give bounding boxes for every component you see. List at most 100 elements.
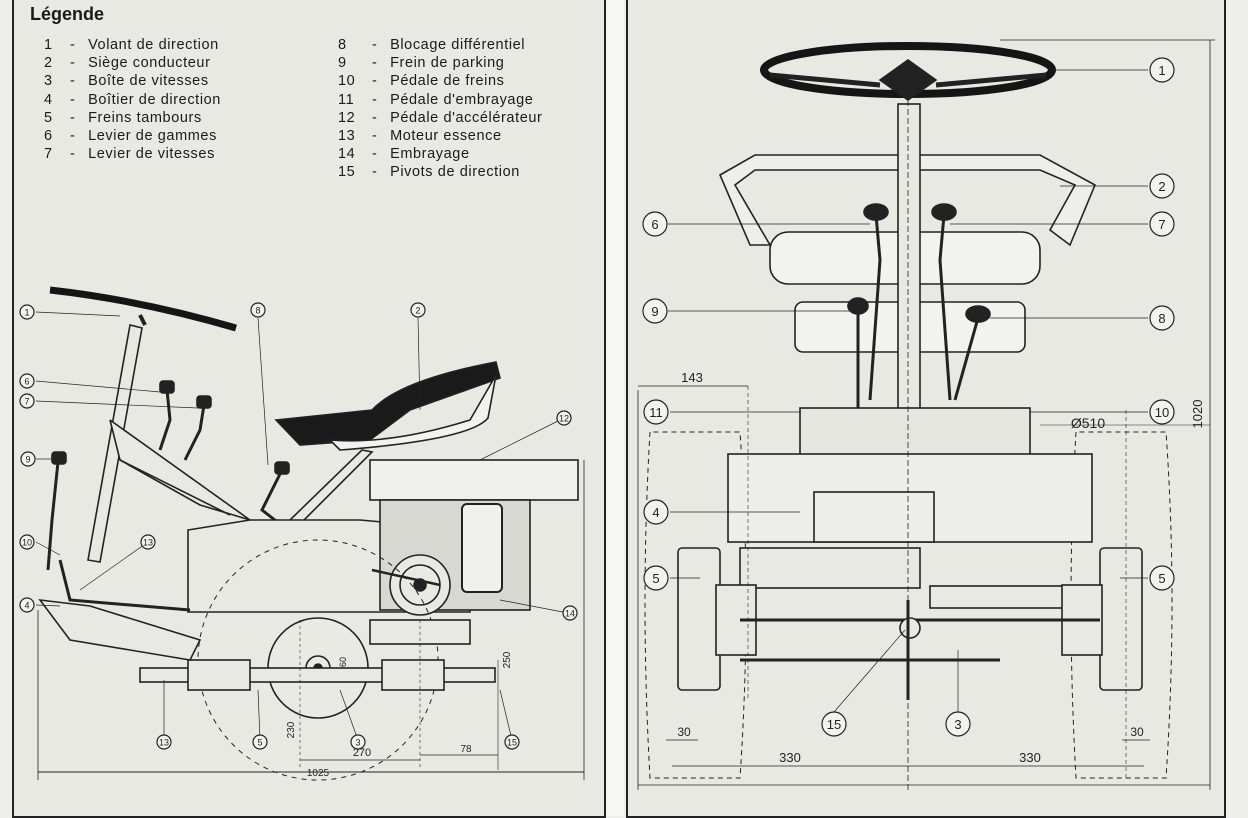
legend-item-4: 4- Boîtier de direction: [44, 91, 221, 109]
callout-1: 1: [1149, 57, 1175, 83]
legend-item-label: Boîte de vitesses: [83, 73, 209, 90]
legend-item-2: 2- Siège conducteur: [44, 54, 221, 72]
dimension-label: 78: [460, 744, 472, 755]
legend-item-label: Freins tambours: [83, 109, 202, 126]
legend-item-number: 1: [44, 37, 53, 53]
legend-item-separator: -: [372, 128, 378, 145]
callout-circle: [19, 393, 35, 409]
dimension-label: 30: [1130, 725, 1144, 739]
callout-number: 13: [143, 538, 153, 548]
callout-5: 5: [643, 565, 669, 591]
callout-12: 12: [556, 410, 572, 426]
legend-item-separator: -: [70, 146, 76, 163]
callout-number: 6: [651, 217, 658, 232]
legend-item-number: 7: [44, 146, 53, 163]
callout-6: 6: [19, 373, 35, 389]
callout-circle: [19, 597, 35, 613]
callout-circle: [1149, 57, 1175, 83]
legend-item-separator: -: [372, 73, 378, 90]
legend-item-number: 4: [44, 91, 53, 108]
callout-number: 4: [652, 505, 659, 520]
callout-number: 10: [1155, 405, 1169, 420]
legend-item-3: 3- Boîte de vitesses: [44, 72, 221, 90]
callout-number: 2: [415, 306, 420, 316]
callout-circle: [1149, 399, 1175, 425]
legend-item-label: Pédale d'accélérateur: [385, 109, 543, 126]
dimension-label: 30: [677, 725, 691, 739]
callout-circle: [1149, 305, 1175, 331]
dimension-label: 1020: [1190, 400, 1205, 429]
callout-number: 11: [649, 405, 663, 420]
callout-13: 13: [156, 734, 172, 750]
legend-item-8: 8- Blocage différentiel: [338, 36, 542, 54]
legend-item-separator: -: [70, 128, 76, 145]
callout-circle: [250, 302, 266, 318]
callout-2: 2: [1149, 173, 1175, 199]
callout-number: 13: [159, 738, 169, 748]
legend-item-label: Volant de direction: [83, 37, 219, 53]
legend-item-number: 14: [338, 146, 356, 163]
legend-item-label: Blocage différentiel: [385, 37, 526, 53]
legend-item-number: 13: [338, 128, 356, 145]
legend-item-9: 9- Frein de parking: [338, 54, 542, 72]
legend-item-15: 15- Pivots de direction: [338, 163, 542, 181]
legend-item-label: Siège conducteur: [83, 55, 211, 72]
side-view-linework: [35, 286, 585, 781]
callout-8: 8: [1149, 305, 1175, 331]
callout-number: 9: [25, 455, 30, 465]
callout-number: 5: [652, 571, 659, 586]
legend-item-label: Levier de vitesses: [83, 146, 215, 163]
callout-circle: [350, 734, 366, 750]
callout-number: 8: [1158, 311, 1165, 326]
dimension-label: 60: [338, 657, 348, 667]
callout-circle: [1149, 173, 1175, 199]
callout-3: 3: [945, 711, 971, 737]
callout-circle: [821, 711, 847, 737]
callout-10: 10: [19, 534, 35, 550]
callout-circle: [642, 211, 668, 237]
callout-7: 7: [1149, 211, 1175, 237]
callout-circle: [252, 734, 268, 750]
legend-item-12: 12- Pédale d'accélérateur: [338, 109, 542, 127]
legend-item-separator: -: [372, 55, 378, 72]
legend-item-number: 3: [44, 73, 53, 90]
legend-item-number: 8: [338, 37, 347, 53]
callout-15: 15: [504, 734, 520, 750]
legend-item-label: Boîtier de direction: [83, 91, 221, 108]
legend-item-separator: -: [70, 37, 76, 53]
callout-number: 5: [257, 738, 262, 748]
legend-item-5: 5- Freins tambours: [44, 109, 221, 127]
legend-item-number: 11: [338, 91, 355, 108]
legend-item-number: 10: [338, 73, 356, 90]
callout-9: 9: [642, 298, 668, 324]
legend-item-separator: -: [70, 55, 76, 72]
callout-number: 4: [24, 601, 29, 611]
legend-item-14: 14- Embrayage: [338, 145, 542, 163]
legend-item-separator: -: [372, 109, 378, 126]
callout-circle: [945, 711, 971, 737]
legend-item-separator: -: [70, 91, 76, 108]
dimension-label: 1025: [307, 768, 330, 779]
legend-item-number: 5: [44, 109, 53, 126]
callout-circle: [643, 565, 669, 591]
legend-item-label: Pivots de direction: [385, 164, 520, 181]
callout-1: 1: [19, 304, 35, 320]
callout-circle: [1149, 565, 1175, 591]
dimension-label: 230: [286, 721, 297, 738]
callout-circle: [504, 734, 520, 750]
legend-item-separator: -: [70, 109, 76, 126]
callout-number: 1: [1158, 63, 1165, 78]
legend-item-6: 6- Levier de gammes: [44, 127, 221, 145]
callout-number: 3: [954, 717, 961, 732]
callout-number: 5: [1158, 571, 1165, 586]
callout-number: 7: [24, 397, 29, 407]
callout-circle: [643, 499, 669, 525]
callout-circle: [643, 399, 669, 425]
callout-circle: [19, 373, 35, 389]
callout-circle: [156, 734, 172, 750]
